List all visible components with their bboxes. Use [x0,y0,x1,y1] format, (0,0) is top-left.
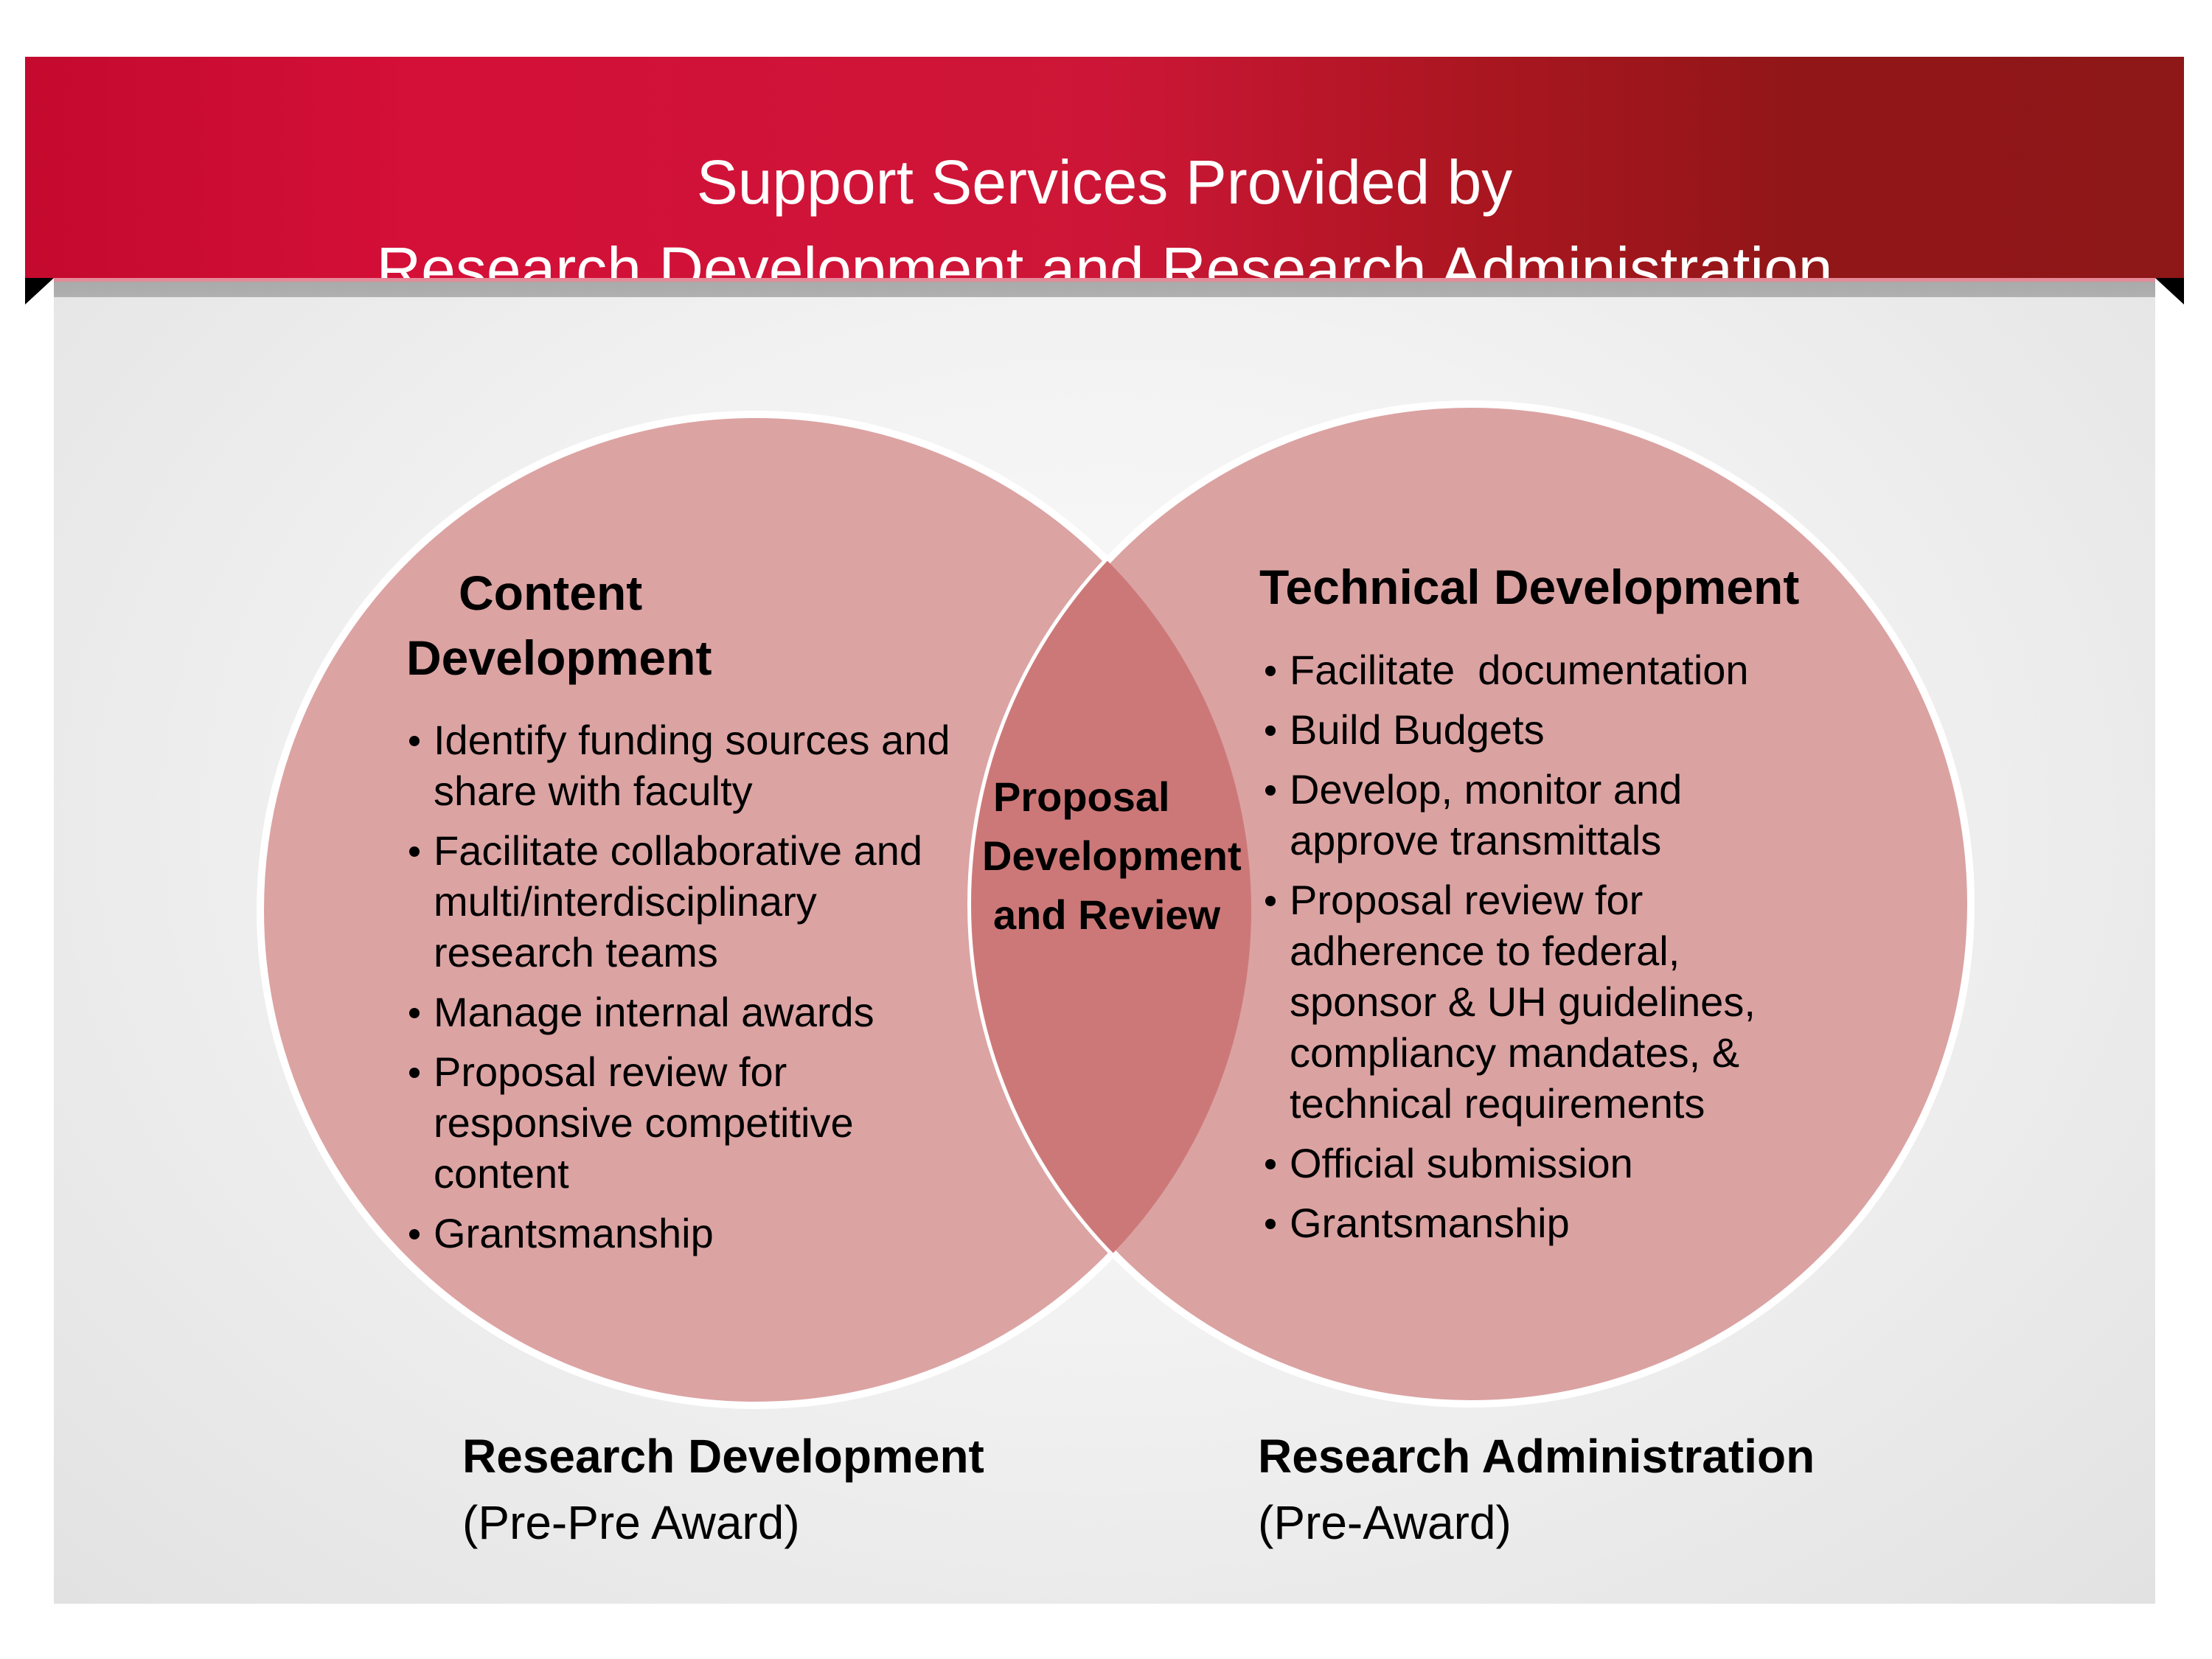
list-item: Proposal review for responsive competiti… [409,1046,950,1199]
banner-shadow [54,278,2155,297]
technical-development-heading: Technical Development [1259,560,1800,614]
overlap-label-2: Development [982,832,1242,879]
list-item: Grantsmanship [1265,1197,1756,1248]
list-item: Build Budgets [1265,704,1756,755]
list-item: Proposal review for adherence to federal… [1265,874,1756,1129]
overlap-label-1: Proposal [993,773,1170,820]
content-development-heading-1: Content [459,566,643,620]
research-administration-label: Research Administration [1258,1430,1815,1483]
overlap-label-3: and Review [993,891,1221,938]
list-item: Grantsmanship [409,1208,950,1259]
technical-development-list: Facilitate documentation Build Budgets D… [1265,644,1756,1257]
list-item: Facilitate documentation [1265,644,1756,695]
research-development-sublabel: (Pre-Pre Award) [462,1496,800,1549]
list-item: Facilitate collaborative and multi/inter… [409,825,950,978]
list-item: Manage internal awards [409,987,950,1037]
list-item: Official submission [1265,1138,1756,1189]
list-item: Identify funding sources and share with … [409,714,950,816]
title-banner: Support Services Provided by Research De… [25,57,2184,300]
content-development-list: Identify funding sources and share with … [409,714,950,1267]
banner-fold-right [2155,278,2184,305]
research-development-label: Research Development [462,1430,984,1483]
research-administration-sublabel: (Pre-Award) [1258,1496,1512,1549]
banner-fold-left [25,278,54,305]
content-development-heading-2: Development [406,630,712,685]
list-item: Develop, monitor and approve transmittal… [1265,764,1756,866]
title-line-1: Support Services Provided by [696,147,1513,217]
